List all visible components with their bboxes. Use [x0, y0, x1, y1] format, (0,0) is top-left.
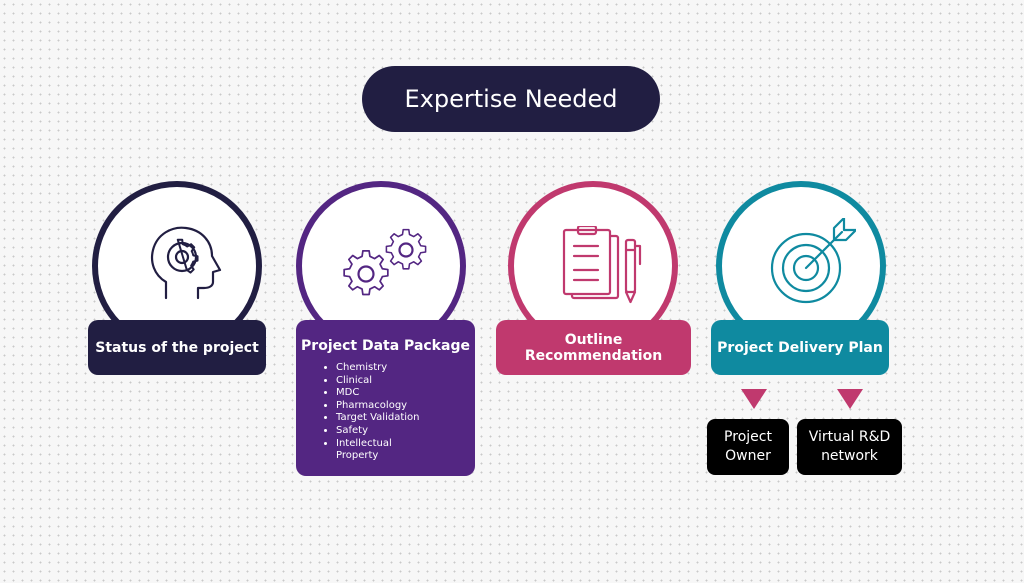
- stage-outline-label: Outline Recommendation: [524, 331, 663, 364]
- diagram-title: Expertise Needed: [404, 85, 618, 113]
- stage-delivery-box: Project Delivery Plan: [711, 320, 889, 375]
- stage-outline-box: Outline Recommendation: [496, 320, 691, 375]
- stage-status-box: Status of the project: [88, 320, 266, 375]
- list-item: MDC: [336, 387, 475, 400]
- gears-icon: [343, 228, 427, 296]
- list-item: Target Validation: [336, 412, 475, 425]
- target-arrow-icon: [770, 218, 856, 304]
- stage-data-package-box: Project Data Package Chemistry Clinical …: [296, 320, 475, 476]
- arrow-down-icon: [741, 389, 767, 409]
- arrow-down-icon: [837, 389, 863, 409]
- list-item: Intellectual Property: [336, 438, 400, 463]
- stage-data-package-label: Project Data Package: [301, 338, 470, 354]
- title-pill: Expertise Needed: [362, 66, 660, 132]
- data-package-list: Chemistry Clinical MDC Pharmacology Targ…: [296, 362, 475, 463]
- list-item: Clinical: [336, 375, 475, 388]
- list-item: Safety: [336, 425, 475, 438]
- role-project-owner: Project Owner: [707, 419, 789, 475]
- stage-delivery-label: Project Delivery Plan: [717, 339, 883, 356]
- clipboard-pen-icon: [562, 226, 642, 304]
- role-project-owner-label: Project Owner: [724, 429, 772, 464]
- stage-status-label: Status of the project: [95, 339, 259, 356]
- head-gear-icon: [150, 226, 222, 300]
- role-virtual-network: Virtual R&D network: [797, 419, 902, 475]
- list-item: Chemistry: [336, 362, 475, 375]
- role-virtual-network-label: Virtual R&D network: [808, 429, 891, 464]
- list-item: Pharmacology: [336, 400, 475, 413]
